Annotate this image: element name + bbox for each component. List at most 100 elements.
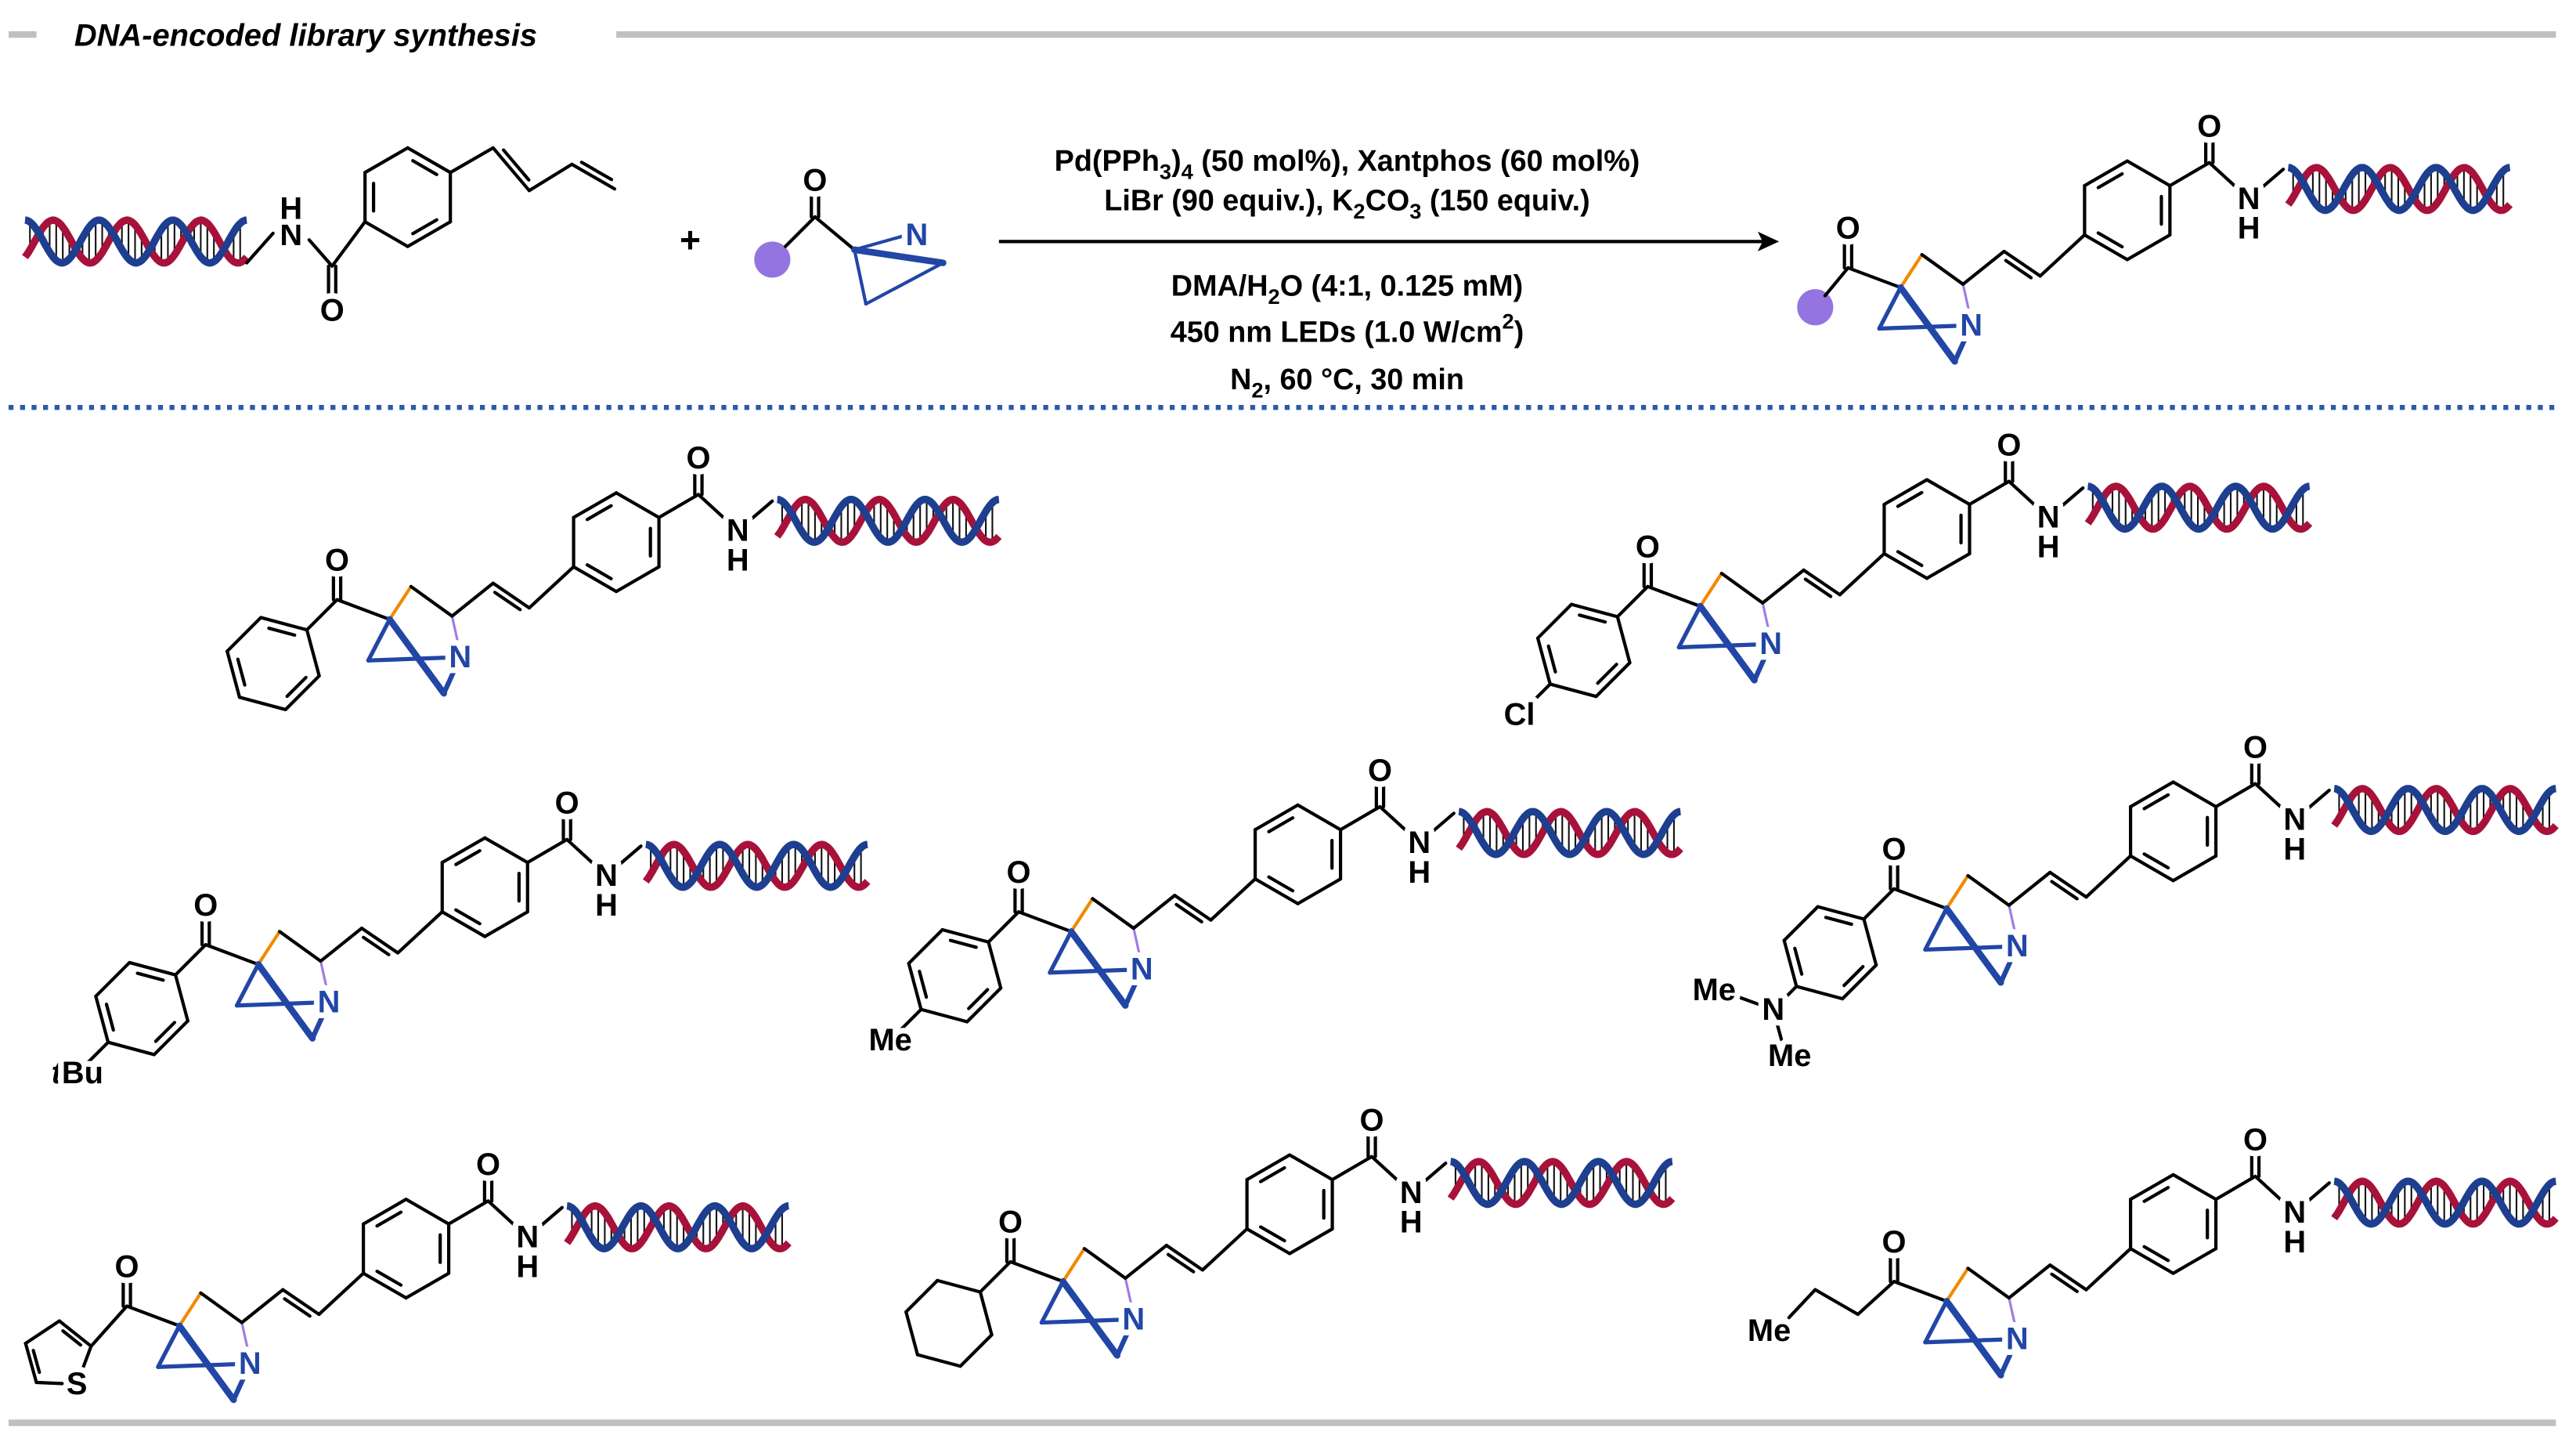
- bicycle-bond: [1923, 944, 2019, 952]
- label-text: Bu: [62, 1056, 103, 1090]
- benzene-bond: [1296, 803, 1343, 832]
- bond: [2253, 1174, 2296, 1215]
- bond: [225, 649, 242, 699]
- bond: [1330, 1155, 1374, 1182]
- bond: [2168, 161, 2211, 188]
- bond: [23, 1341, 38, 1385]
- dna-strand-red: [774, 495, 1002, 546]
- dna-strand-blue: [566, 1202, 789, 1252]
- azabicycle-nitrogen-label: N: [906, 218, 929, 252]
- bond: [396, 910, 444, 955]
- bond: [106, 1040, 156, 1057]
- double-bond-inner: [375, 1270, 403, 1287]
- aryl-ring: [907, 910, 1021, 1024]
- bond: [2007, 870, 2052, 907]
- benzene-bond: [1288, 1153, 1334, 1182]
- ketone-oxygen-label: O: [325, 543, 349, 577]
- benzene-bond: [2171, 1173, 2218, 1202]
- bond: [1787, 1288, 1817, 1320]
- bond: [1816, 905, 1866, 921]
- benzene-bond: [2171, 780, 2218, 809]
- bond: [1771, 1007, 1785, 1048]
- bicycle-bond: [366, 655, 463, 663]
- alkene-bond-inner: [2004, 258, 2033, 280]
- label-text: Cl: [1504, 698, 1535, 732]
- bicycle-bond: [864, 261, 945, 306]
- new-cc-bond: [178, 1291, 203, 1328]
- double-bond-inner: [236, 657, 247, 687]
- bond: [1961, 249, 2006, 286]
- alkene-bond: [2048, 1263, 2088, 1292]
- bicycle-bond: [1039, 1317, 1136, 1325]
- bond: [1823, 266, 1850, 298]
- dna-helix-icon: [2285, 164, 2513, 215]
- dna-helix-icon: [643, 840, 871, 891]
- new-cn-bond: [2008, 1296, 2017, 1329]
- new-cn-bond: [319, 959, 329, 992]
- alkene-bond-inner: [2050, 1272, 2079, 1293]
- alkene-bond: [2048, 870, 2088, 899]
- bond: [174, 973, 189, 1023]
- ketone-oxygen-label: O: [1836, 211, 1860, 246]
- benzene-bond: [1925, 551, 1972, 580]
- bond: [2246, 167, 2286, 201]
- benzene-bond: [404, 1198, 451, 1226]
- dna-strand-red: [2331, 785, 2559, 836]
- bond: [936, 1278, 983, 1294]
- condition-text: 450 nm LEDs (1.0 W/cm: [1171, 315, 1503, 348]
- amide-oxygen-label: O: [476, 1147, 500, 1182]
- double-bond-inner: [967, 988, 990, 1010]
- bond: [1548, 682, 1598, 699]
- bond: [1535, 602, 1574, 640]
- bond: [604, 844, 643, 878]
- azabicycle-nitrogen-label: N: [1122, 1302, 1145, 1336]
- alkene-bond-inner: [579, 161, 614, 182]
- bond: [85, 1040, 110, 1065]
- condition-line-2: LiBr (90 equiv.), K2CO3 (150 equiv.): [1104, 183, 1589, 222]
- dna-strand-red: [1447, 1158, 1676, 1209]
- bond: [199, 1291, 244, 1324]
- benzene-bond: [1882, 551, 1929, 580]
- bond: [1719, 571, 1765, 605]
- double-bond-inner: [948, 938, 978, 949]
- new-cc-bond: [1698, 571, 1723, 609]
- condition-text: ): [1514, 315, 1524, 348]
- double-bond-inner: [2142, 1245, 2170, 1263]
- bicycle-wedge-bond: [175, 1322, 237, 1404]
- alkene-bond: [281, 1288, 321, 1317]
- bicycle-bond: [231, 1361, 253, 1403]
- benzene-bond: [2171, 1247, 2218, 1275]
- ketone-oxygen-label: O: [193, 888, 218, 923]
- bond: [237, 696, 287, 712]
- double-bond-inner: [375, 1210, 403, 1228]
- double-bond-inner: [1596, 663, 1618, 685]
- alkene-bond: [1802, 568, 1842, 597]
- dna-strand-blue: [1458, 808, 1681, 858]
- bicycle-bond: [1123, 967, 1145, 1008]
- bond: [2084, 1247, 2133, 1292]
- substituent: Cl: [1498, 584, 1650, 738]
- new-cc-bond: [1945, 1267, 1970, 1303]
- condition-line-3: DMA/H2O (4:1, 0.125 mM): [1171, 269, 1523, 309]
- amide-hydrogen-label: H: [2283, 1225, 2306, 1259]
- condition-text: 3: [1409, 199, 1421, 223]
- bond: [898, 1007, 923, 1032]
- dna-strand-red: [2285, 164, 2513, 215]
- substituent: [225, 598, 339, 712]
- bond: [245, 231, 275, 265]
- double-bond-inner: [585, 563, 613, 580]
- alkene-bond: [1173, 894, 1213, 922]
- bicycle-bond: [1923, 906, 1949, 952]
- double-bond-inner: [61, 1329, 83, 1347]
- ketone-oxygen-label: O: [998, 1205, 1023, 1240]
- bond: [319, 927, 364, 963]
- bond: [34, 1380, 79, 1386]
- bond: [2007, 479, 2051, 519]
- ketone-oxygen-label: O: [1882, 832, 1907, 866]
- bond: [283, 674, 321, 712]
- benzene-bond: [1296, 877, 1343, 905]
- double-bond-inner: [1546, 644, 1557, 674]
- bond: [525, 1205, 564, 1239]
